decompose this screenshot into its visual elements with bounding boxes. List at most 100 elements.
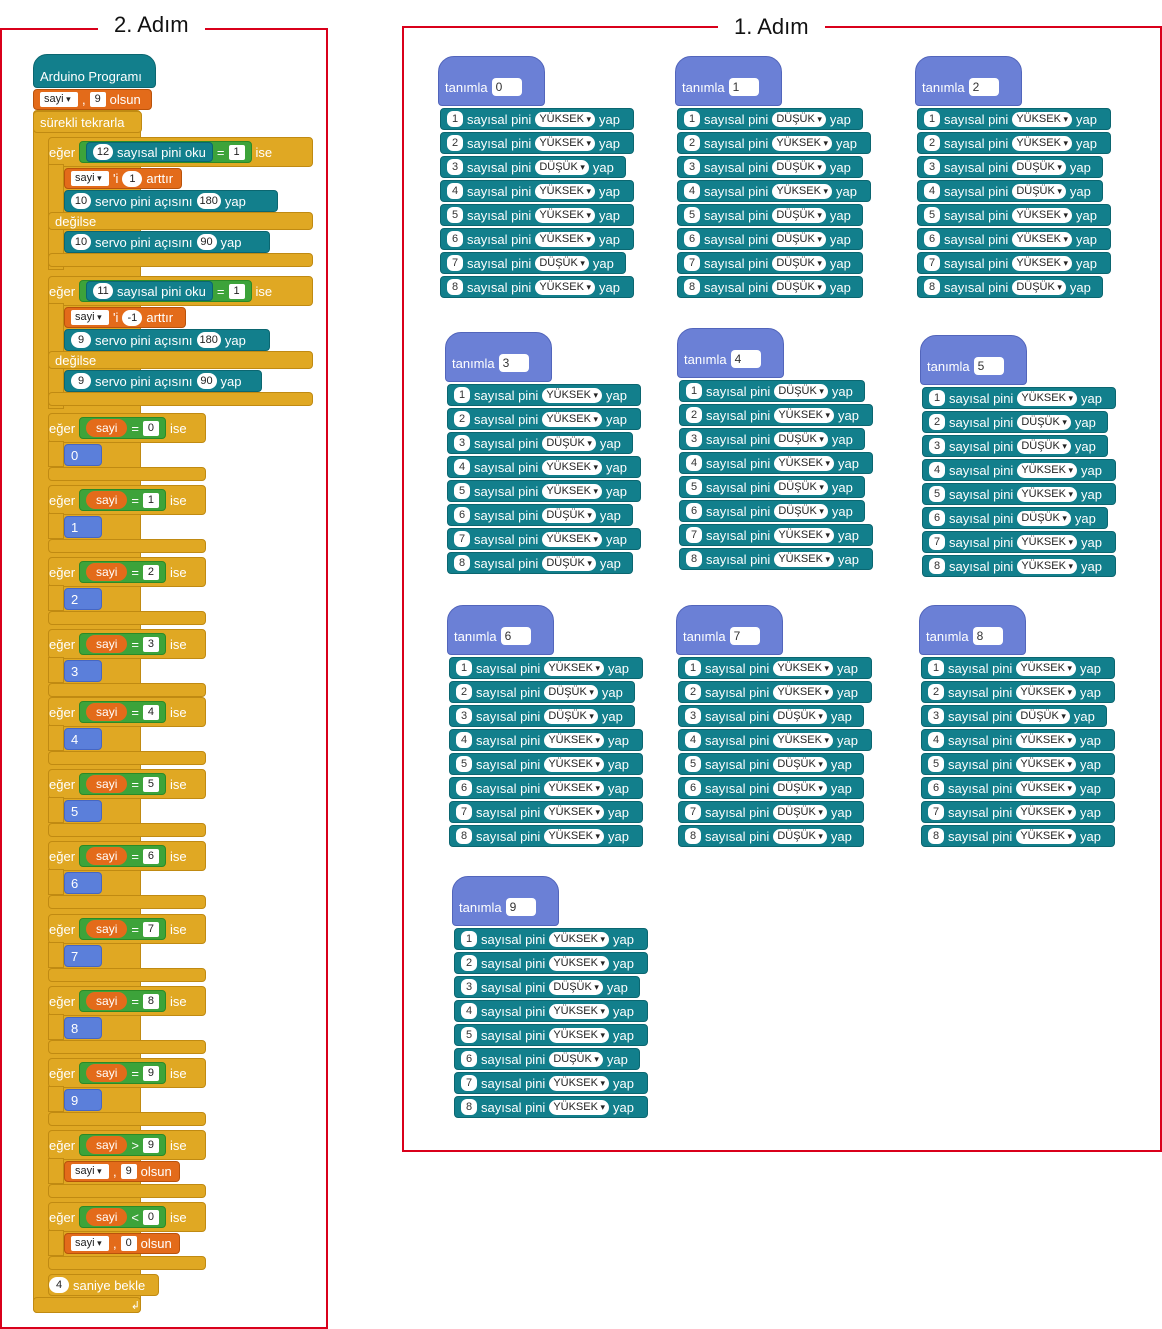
pin-number[interactable]: 2	[461, 955, 477, 971]
variable-reporter[interactable]: sayi	[86, 992, 128, 1010]
state-dropdown[interactable]: YÜKSEK	[544, 660, 604, 676]
state-dropdown[interactable]: DÜŞÜK	[774, 431, 828, 447]
state-dropdown[interactable]: YÜKSEK	[544, 828, 604, 844]
call-procedure-block[interactable]: 7	[64, 945, 102, 967]
procedure-name-field[interactable]: 6	[500, 627, 531, 645]
state-dropdown[interactable]: DÜŞÜK	[1016, 708, 1070, 724]
pin-number[interactable]: 8	[928, 828, 944, 844]
state-dropdown[interactable]: DÜŞÜK	[772, 231, 826, 247]
state-dropdown[interactable]: YÜKSEK	[535, 279, 595, 295]
pin-number[interactable]: 1	[929, 390, 945, 406]
pin-number[interactable]: 8	[456, 828, 472, 844]
variable-reporter[interactable]: sayi	[86, 1136, 128, 1154]
state-dropdown[interactable]: DÜŞÜK	[772, 279, 826, 295]
pin-number[interactable]: 5	[447, 207, 463, 223]
state-dropdown[interactable]: DÜŞÜK	[773, 828, 827, 844]
compare-value[interactable]: 0	[142, 1209, 159, 1225]
pin-number[interactable]: 6	[447, 231, 463, 247]
state-dropdown[interactable]: DÜŞÜK	[542, 435, 596, 451]
pin-number[interactable]: 4	[456, 732, 472, 748]
wait-value[interactable]: 4	[49, 1277, 69, 1293]
forever-loop-label[interactable]: sürekli tekrarla	[33, 111, 142, 133]
pin-number[interactable]: 6	[685, 780, 701, 796]
pin-number[interactable]: 6	[686, 503, 702, 519]
condition-block[interactable]: sayi=1	[79, 489, 166, 511]
variable-dropdown[interactable]: sayi	[40, 92, 78, 107]
servo-pin[interactable]: 9	[71, 373, 91, 389]
pin-number[interactable]: 6	[684, 231, 700, 247]
pin-number[interactable]: 5	[456, 756, 472, 772]
pin-number[interactable]: 8	[461, 1099, 477, 1115]
state-dropdown[interactable]: YÜKSEK	[549, 1027, 609, 1043]
variable-reporter[interactable]: sayi	[86, 491, 128, 509]
pin-number[interactable]: 1	[684, 111, 700, 127]
state-dropdown[interactable]: YÜKSEK	[535, 183, 595, 199]
compare-value[interactable]: 0	[142, 420, 159, 436]
pin-number[interactable]: 1	[685, 660, 701, 676]
pin-number[interactable]: 7	[924, 255, 940, 271]
call-procedure-block[interactable]: 2	[64, 588, 102, 610]
pin-number[interactable]: 7	[456, 804, 472, 820]
state-dropdown[interactable]: DÜŞÜK	[772, 255, 826, 271]
state-dropdown[interactable]: YÜKSEK	[1017, 534, 1077, 550]
pin-number[interactable]: 1	[924, 111, 940, 127]
state-dropdown[interactable]: YÜKSEK	[1016, 828, 1076, 844]
servo-pin[interactable]: 9	[71, 332, 91, 348]
condition-block[interactable]: sayi=7	[79, 918, 166, 940]
state-dropdown[interactable]: YÜKSEK	[1017, 486, 1077, 502]
call-procedure-block[interactable]: 5	[64, 800, 102, 822]
state-dropdown[interactable]: YÜKSEK	[535, 207, 595, 223]
state-dropdown[interactable]: DÜŞÜK	[1017, 510, 1071, 526]
state-dropdown[interactable]: YÜKSEK	[549, 1075, 609, 1091]
pin-number[interactable]: 5	[928, 756, 944, 772]
state-dropdown[interactable]: DÜŞÜK	[1017, 414, 1071, 430]
servo-pin[interactable]: 10	[71, 193, 91, 209]
pin-number[interactable]: 4	[686, 455, 702, 471]
state-dropdown[interactable]: YÜKSEK	[1012, 231, 1072, 247]
state-dropdown[interactable]: YÜKSEK	[1016, 684, 1076, 700]
variable-dropdown[interactable]: sayi	[71, 1236, 109, 1251]
pin-number[interactable]: 1	[456, 660, 472, 676]
pin-number[interactable]: 8	[454, 555, 470, 571]
state-dropdown[interactable]: YÜKSEK	[542, 483, 602, 499]
pin-number[interactable]: 4	[928, 732, 944, 748]
pin-number[interactable]: 5	[461, 1027, 477, 1043]
pin-number[interactable]: 3	[929, 438, 945, 454]
condition-block[interactable]: sayi=6	[79, 845, 166, 867]
state-dropdown[interactable]: YÜKSEK	[544, 780, 604, 796]
compare-value[interactable]: 9	[142, 1065, 159, 1081]
pin-number[interactable]: 7	[447, 255, 463, 271]
